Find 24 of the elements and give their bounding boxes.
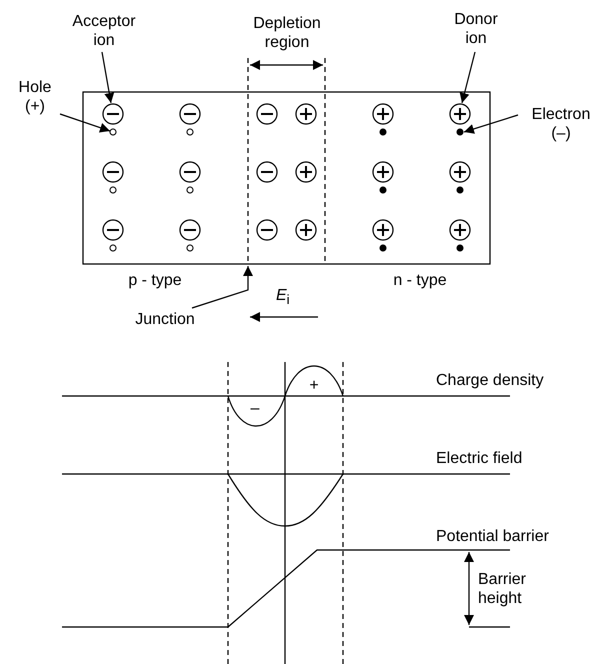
electron-icon: [456, 128, 464, 136]
region-label: n - type: [392, 271, 448, 290]
charge-sign: +: [308, 376, 320, 395]
callout-label: Hole (+): [12, 78, 58, 116]
callout-label: Electron (–): [522, 105, 600, 143]
hole-icon: [110, 128, 116, 136]
leader-line: [101, 52, 114, 104]
charge-sign: –: [250, 399, 260, 418]
acceptor-ion-icon: [102, 103, 124, 125]
field-symbol: E$_{i}$: [276, 286, 291, 310]
leader-line: [460, 52, 476, 104]
callout-label: Acceptor ion: [66, 12, 142, 50]
callout-label: Junction: [125, 310, 205, 329]
leader-line: [60, 113, 110, 133]
leader-line: [192, 266, 253, 309]
donor-ion-icon: [449, 103, 471, 125]
dimension-label: Barrier height: [478, 570, 528, 608]
region-label: p - type: [127, 271, 183, 290]
plot-label: Electric field: [436, 449, 524, 468]
region-label: Depletion region: [252, 14, 322, 52]
callout-label: Donor ion: [446, 10, 506, 48]
plot-label: Potential barrier: [436, 527, 550, 546]
plot-label: Charge density: [436, 371, 545, 390]
leader-line: [464, 114, 518, 134]
